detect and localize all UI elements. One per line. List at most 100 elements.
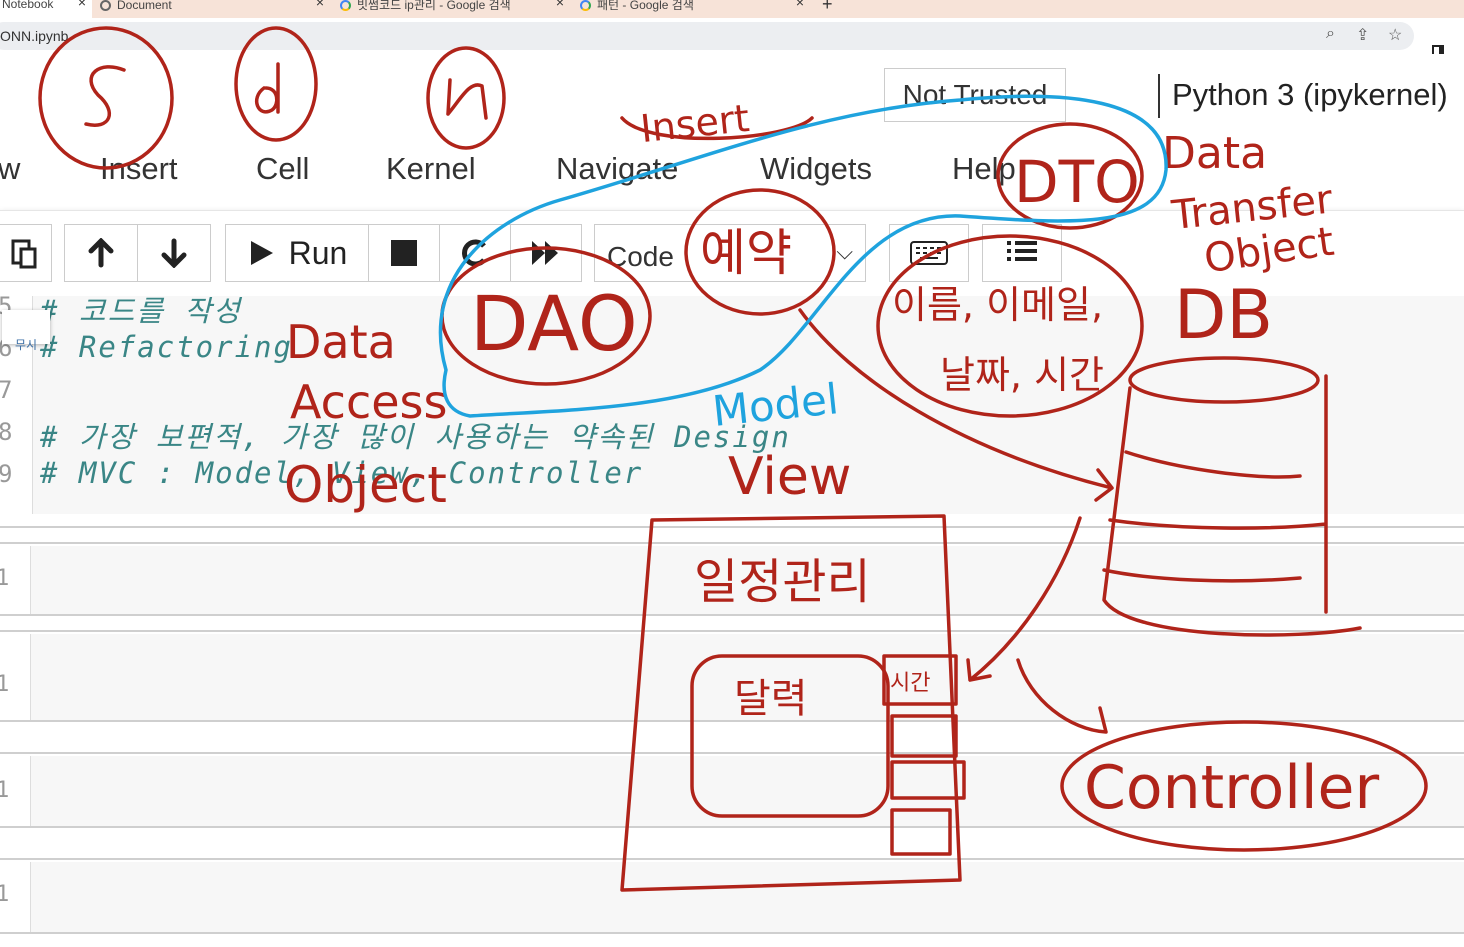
tab-google-search-1[interactable]: 빗썸코드 ip관리 - Google 검색 × bbox=[340, 0, 570, 18]
restart-button[interactable] bbox=[439, 224, 511, 282]
tab-label: Document bbox=[117, 0, 172, 12]
close-icon[interactable]: × bbox=[315, 0, 324, 10]
dto-full-1: Data bbox=[1162, 128, 1267, 179]
code-line: # MVC : Model, View, Controller bbox=[40, 456, 644, 490]
tab-notebook[interactable]: Notebook × bbox=[0, 0, 92, 18]
chevron-down-icon: ⌵ bbox=[836, 239, 853, 264]
browser-tab-strip: Notebook × Document × 빗썸코드 ip관리 - Google… bbox=[0, 0, 1464, 18]
d-letter-mark bbox=[254, 62, 280, 114]
insert-annotation: Insert bbox=[638, 96, 751, 151]
view-to-controller-arrow bbox=[1016, 658, 1108, 734]
code-cell[interactable] bbox=[32, 296, 1464, 514]
cell-divider bbox=[0, 932, 1464, 934]
dao-full-3: Object bbox=[284, 456, 447, 514]
model-to-db-arrow bbox=[798, 308, 1114, 502]
url-text: ONN.ipynb bbox=[0, 28, 69, 44]
share-icon[interactable]: ⇪ bbox=[1356, 27, 1370, 44]
move-down-button[interactable] bbox=[137, 224, 211, 282]
menu-widgets[interactable]: Widgets bbox=[760, 151, 872, 186]
fields-line-2: 날짜, 시간 bbox=[940, 353, 1104, 397]
menu-cell[interactable]: Cell bbox=[256, 151, 310, 186]
bookmark-star-icon[interactable]: ☆ bbox=[1388, 27, 1403, 44]
dao-annotation: DAO bbox=[470, 279, 638, 368]
close-icon[interactable]: × bbox=[795, 0, 804, 10]
calendar-annotation: 달력 bbox=[734, 676, 808, 722]
calendar-box bbox=[690, 654, 890, 818]
close-icon[interactable]: × bbox=[77, 0, 86, 10]
new-tab-icon[interactable]: + bbox=[822, 0, 833, 14]
zoom-icon[interactable]: ⌕ bbox=[1326, 25, 1335, 42]
tab-label: Notebook bbox=[2, 0, 54, 11]
cell-divider bbox=[0, 526, 1464, 528]
interrupt-button[interactable] bbox=[368, 224, 440, 282]
s-letter-mark bbox=[84, 65, 126, 127]
schedule-annotation: 일정관리 bbox=[694, 554, 871, 610]
code-line: # 가장 보편적, 가장 많이 사용하는 약속된 Design bbox=[40, 420, 791, 454]
line-number: 7 bbox=[0, 376, 13, 404]
controller-circle bbox=[1060, 720, 1428, 852]
reservation-circle bbox=[684, 188, 836, 316]
play-icon bbox=[250, 241, 273, 265]
cell-prompt: 1 bbox=[0, 672, 10, 697]
line-number: 9 bbox=[0, 460, 13, 488]
tab-label: 빗썸코드 ip관리 - Google 검색 bbox=[357, 0, 511, 12]
list-icon bbox=[1007, 241, 1037, 261]
menu-kernel[interactable]: Kernel bbox=[386, 151, 476, 186]
cell-divider bbox=[0, 752, 1464, 754]
tab-label: 패턴 - Google 검색 bbox=[597, 0, 694, 12]
ignore-label: 무시 bbox=[14, 338, 38, 352]
kernel-divider bbox=[1158, 74, 1160, 118]
run-button[interactable]: Run bbox=[225, 224, 369, 282]
empty-code-cell[interactable] bbox=[30, 862, 1464, 932]
circled-a-mark bbox=[426, 46, 506, 150]
time-box bbox=[882, 654, 958, 706]
dto-circle bbox=[996, 122, 1144, 230]
menu-view[interactable]: w bbox=[0, 151, 21, 186]
arrow-up-icon bbox=[88, 238, 114, 268]
cell-type-select[interactable]: Code ⌵ bbox=[594, 224, 866, 282]
reservation-annotation: 예약 bbox=[700, 224, 792, 282]
time-slot-1 bbox=[890, 714, 958, 758]
fields-line-1: 이름, 이메일, bbox=[892, 283, 1103, 327]
db-to-view-arrow bbox=[966, 516, 1082, 682]
cell-prompt: 1 bbox=[0, 566, 10, 591]
move-up-button[interactable] bbox=[64, 224, 138, 282]
dto-annotation: DTO bbox=[1014, 148, 1140, 216]
close-icon[interactable]: × bbox=[555, 0, 564, 10]
paste-button[interactable] bbox=[0, 224, 52, 282]
tab-google-search-2[interactable]: 패턴 - Google 검색 × bbox=[580, 0, 810, 18]
time-slot-2 bbox=[890, 760, 966, 800]
circled-s-mark bbox=[38, 26, 174, 170]
cell-divider bbox=[0, 630, 1464, 632]
menu-help[interactable]: Help bbox=[952, 151, 1016, 186]
google-icon bbox=[340, 0, 351, 11]
ignore-button[interactable]: 무시 bbox=[2, 310, 50, 352]
paste-icon bbox=[11, 239, 37, 269]
fields-circle bbox=[876, 234, 1144, 418]
circled-d-mark bbox=[234, 26, 318, 142]
run-label: Run bbox=[288, 234, 348, 271]
dao-full-1: Data bbox=[286, 315, 396, 369]
address-bar[interactable]: ONN.ipynb ⌕ ⇪ ☆ bbox=[0, 22, 1414, 50]
db-annotation: DB bbox=[1174, 276, 1273, 355]
google-icon bbox=[580, 0, 591, 11]
db-cylinder-top bbox=[1128, 356, 1320, 404]
kernel-indicator[interactable]: Python 3 (ipykernel) bbox=[1172, 77, 1448, 112]
jupyter-header bbox=[0, 54, 1464, 209]
time-annotation: 시간 bbox=[890, 671, 930, 696]
view-annotation: View bbox=[728, 447, 851, 507]
toc-button[interactable] bbox=[982, 224, 1062, 282]
tab-document[interactable]: Document × bbox=[100, 0, 330, 18]
cell-prompt: 1 bbox=[0, 778, 10, 803]
cell-prompt: 1 bbox=[0, 882, 10, 907]
cell-divider bbox=[0, 826, 1464, 828]
globe-icon bbox=[100, 0, 111, 11]
controller-annotation: Controller bbox=[1084, 753, 1379, 823]
dao-full-2: Access bbox=[290, 375, 447, 429]
view-device-outline bbox=[620, 514, 962, 892]
line-number: 8 bbox=[0, 418, 13, 446]
cell-divider bbox=[0, 614, 1464, 616]
model-boundary-loop bbox=[438, 94, 1168, 418]
empty-code-cell[interactable] bbox=[30, 634, 1464, 720]
